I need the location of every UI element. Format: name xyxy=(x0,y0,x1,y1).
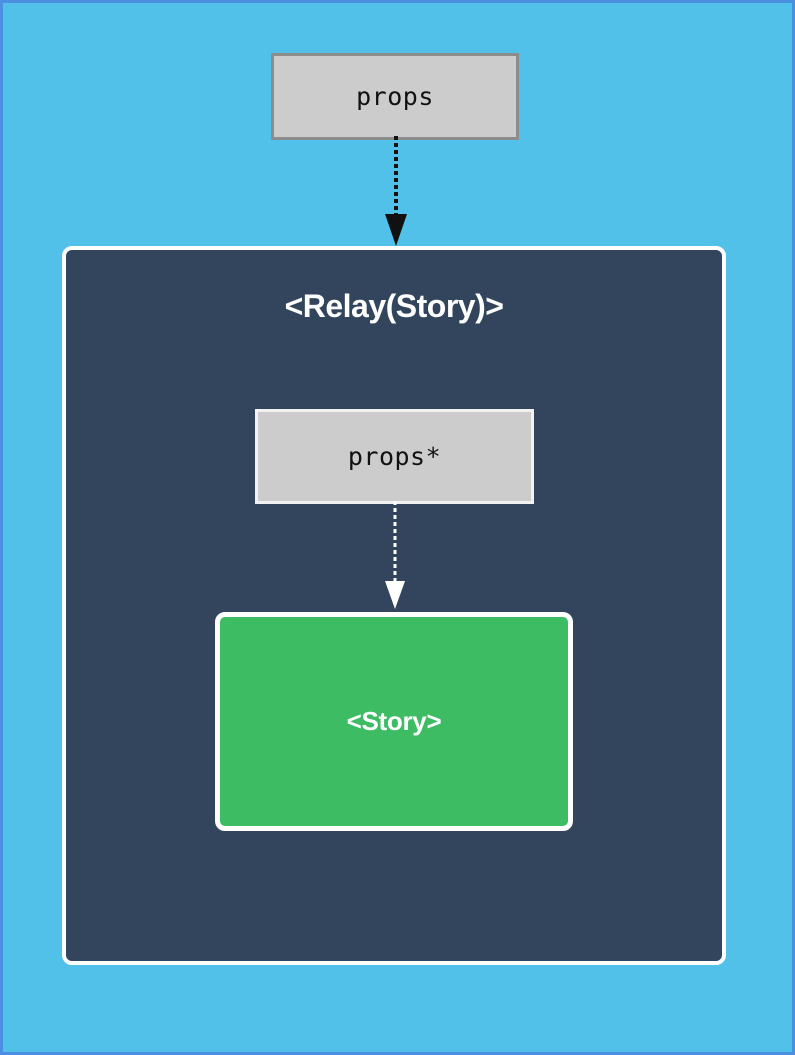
relay-story-title: <Relay(Story)> xyxy=(284,288,504,324)
story-component-box: <Story> xyxy=(215,612,573,831)
props-star-to-story-arrow xyxy=(385,501,405,609)
props-to-relay-arrow xyxy=(385,136,407,246)
outer-props-label: props xyxy=(356,82,434,111)
inner-props-star-box: props* xyxy=(255,409,534,504)
outer-props-box: props xyxy=(271,53,519,140)
story-component-label: <Story> xyxy=(346,706,442,736)
inner-props-star-label: props* xyxy=(347,442,442,471)
